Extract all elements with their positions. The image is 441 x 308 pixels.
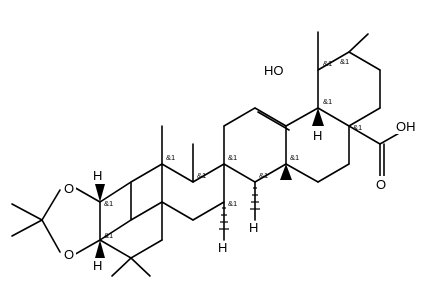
hydrogen-label-4: H: [218, 240, 227, 255]
stereo-label: &1: [104, 199, 113, 208]
ring-e-bonds: [317, 31, 381, 127]
hydrogen-label-1: H: [313, 128, 322, 143]
stereo-label: &1: [197, 171, 206, 180]
stereo-label: &1: [353, 123, 362, 132]
stereo-bonds: [95, 108, 324, 258]
dioxolane-oxygen-bottom-label: O: [64, 247, 74, 262]
acid-hydroxyl-label: OH: [396, 119, 416, 134]
hydroxyl-label: HO: [264, 63, 284, 78]
stereo-label: &1: [323, 97, 332, 106]
dioxolane-oxygen-top-label: O: [64, 181, 74, 196]
hash-bonds: [219, 187, 260, 230]
hydrogen-label-3: H: [93, 258, 102, 273]
hydrogen-label-2: H: [93, 168, 102, 183]
acid-carbonyl-oxygen-label: O: [376, 177, 386, 192]
atom-labels: HO OH O O O H H H H H: [62, 62, 420, 273]
stereo-label: &1: [259, 171, 268, 180]
ring-a-bonds: [99, 163, 163, 277]
stereo-label: &1: [323, 59, 332, 68]
stereo-label: &1: [228, 199, 237, 208]
stereo-label: &1: [228, 153, 237, 162]
dioxolane-bonds: [11, 185, 101, 257]
stereo-label: &1: [166, 153, 175, 162]
stereo-descriptors: &1 &1 &1 &1 &1 &1 &1 &1 &1 &1 &1 &1: [104, 57, 362, 240]
hydrogen-label-5: H: [249, 220, 258, 235]
stereo-label: &1: [340, 57, 349, 66]
ring-b-bonds: [161, 125, 225, 241]
stereo-label: &1: [104, 231, 113, 240]
stereo-label: &1: [290, 153, 299, 162]
ring-d-bonds: [285, 107, 409, 183]
